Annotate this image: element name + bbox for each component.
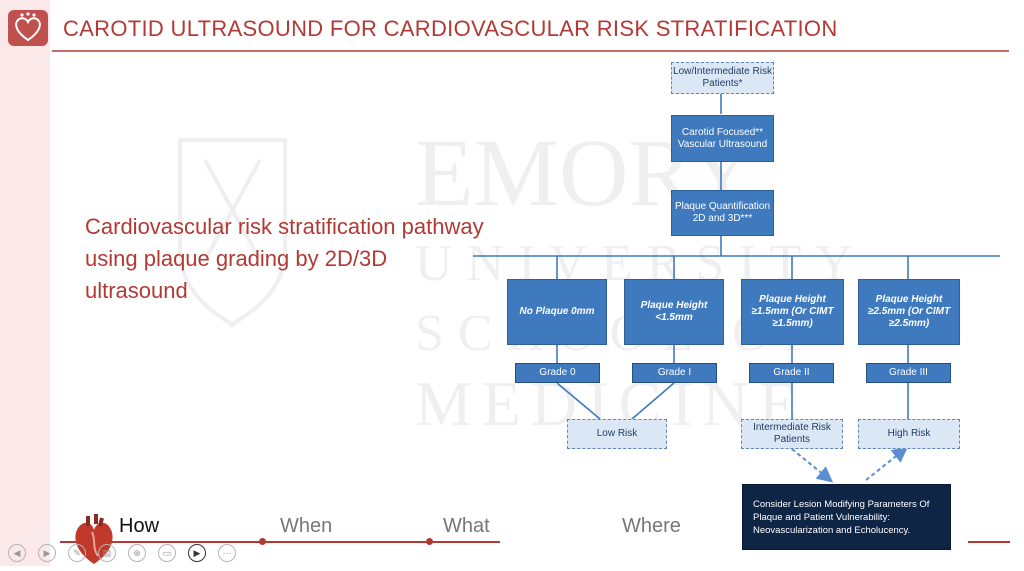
player-controls: ◀ ▶ ✎ ▤ ⊕ ▭ ▶ ⋯ [8, 544, 248, 564]
category-no-plaque: No Plaque 0mm [507, 279, 607, 345]
nav-progress-line-end [968, 541, 1010, 543]
category-over-2-5: Plaque Height ≥2.5mm (Or CIMT ≥2.5mm) [858, 279, 960, 345]
start-node: Low/Intermediate Risk Patients* [671, 62, 774, 94]
ultrasound-node: Carotid Focused** Vascular Ultrasound [671, 115, 774, 162]
nav-progress-line [60, 541, 500, 543]
back-icon[interactable]: ◀ [8, 544, 26, 562]
nav-dot-when [259, 538, 266, 545]
play-icon[interactable]: ▶ [38, 544, 56, 562]
left-band [0, 0, 50, 566]
quantification-node: Plaque Quantification 2D and 3D*** [671, 190, 774, 236]
category-over-1-5: Plaque Height ≥1.5mm (Or CIMT ≥1.5mm) [741, 279, 844, 345]
low-risk-node: Low Risk [567, 419, 667, 449]
grade-3: Grade III [866, 363, 951, 383]
nav-where[interactable]: Where [622, 515, 681, 537]
slides-icon[interactable]: ▤ [98, 544, 116, 562]
more-icon[interactable]: ⋯ [218, 544, 236, 562]
heart-logo-icon [8, 10, 48, 46]
arrow-to-consider [791, 448, 834, 483]
slide-subtitle: Cardiovascular risk stratification pathw… [85, 214, 484, 303]
camera-icon[interactable]: ▶ [188, 544, 206, 562]
category-under-1-5: Plaque Height <1.5mm [624, 279, 724, 345]
nav-dot-what [426, 538, 433, 545]
grade-1: Grade I [632, 363, 717, 383]
nav-how[interactable]: How [119, 515, 160, 537]
nav-what[interactable]: What [443, 515, 490, 537]
subtitles-icon[interactable]: ▭ [158, 544, 176, 562]
grade-2: Grade II [749, 363, 834, 383]
grade-0: Grade 0 [515, 363, 600, 383]
zoom-icon[interactable]: ⊕ [128, 544, 146, 562]
consider-parameters-box: Consider Lesion Modifying Parameters Of … [742, 484, 951, 550]
page-title: CAROTID ULTRASOUND FOR CARDIOVASCULAR RI… [63, 16, 838, 41]
arrow-to-high-risk [865, 446, 909, 481]
intermediate-risk-node: Intermediate Risk Patients [741, 419, 843, 449]
high-risk-node: High Risk [858, 419, 960, 449]
pen-icon[interactable]: ✎ [68, 544, 86, 562]
nav-when[interactable]: When [280, 515, 333, 537]
title-divider [52, 50, 1009, 52]
